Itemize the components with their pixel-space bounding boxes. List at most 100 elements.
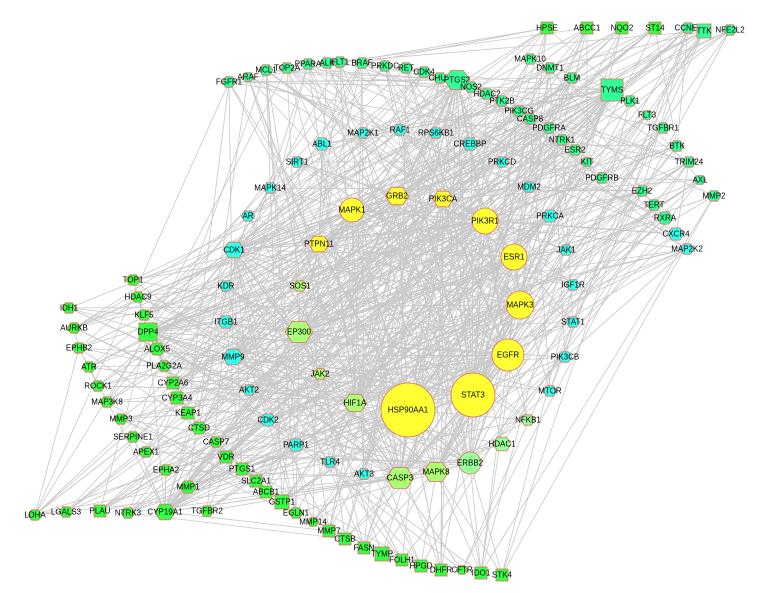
node-flt1[interactable]: FLT1 — [331, 56, 350, 68]
node-trim24[interactable]: TRIM24 — [675, 156, 704, 168]
node-top1[interactable]: TOP1 — [123, 274, 144, 286]
node-cyp3a4[interactable]: CYP3A4 — [162, 391, 193, 405]
node-ido1[interactable]: IDO1 — [472, 566, 491, 580]
node-nos2[interactable]: NOS2 — [460, 81, 482, 93]
node-ephb2[interactable]: EPHB2 — [66, 342, 93, 354]
node-jak2[interactable]: JAK2 — [310, 368, 330, 380]
node-mmp3[interactable]: MMP3 — [109, 413, 133, 425]
node-ntrk1[interactable]: NTRK1 — [549, 134, 576, 146]
node-mapk10[interactable]: MAPK10 — [514, 53, 546, 65]
node-chuk[interactable]: CHUK — [429, 72, 452, 84]
node-rps6kb1[interactable]: RPS6KB1 — [418, 127, 455, 139]
node-pik3ca[interactable]: PIK3CA — [429, 190, 458, 208]
node-kdr[interactable]: KDR — [218, 280, 235, 292]
node-kit[interactable]: KIT — [581, 157, 594, 167]
node-abcb1[interactable]: ABCB1 — [253, 485, 280, 499]
node-esr1[interactable]: ESR1 — [500, 243, 528, 271]
node-ar[interactable]: AR — [240, 210, 256, 222]
node-mmp7[interactable]: MMP7 — [317, 524, 341, 538]
node-plau[interactable]: PLAU — [90, 504, 111, 518]
node-mapk8[interactable]: MAPK8 — [422, 462, 450, 482]
node-fasn[interactable]: FASN — [354, 541, 375, 555]
node-top2a[interactable]: TOP2A — [274, 62, 301, 74]
node-itgb1[interactable]: ITGB1 — [214, 315, 238, 329]
node-dpp4[interactable]: DPP4 — [138, 322, 159, 342]
node-lgals3[interactable]: LGALS3 — [51, 506, 82, 518]
node-jak1[interactable]: JAK1 — [556, 244, 576, 256]
node-raf1[interactable]: RAF1 — [390, 124, 411, 136]
node-tert[interactable]: TERT — [644, 199, 665, 211]
node-pik3r1[interactable]: PIK3R1 — [471, 207, 499, 235]
node-cftr[interactable]: CFTR — [451, 565, 473, 575]
node-serpine1[interactable]: SERPINE1 — [113, 431, 153, 443]
node-pik3cb[interactable]: PIK3CB — [551, 351, 579, 363]
node-epha2[interactable]: EPHA2 — [153, 464, 180, 476]
node-crebbp[interactable]: CREBBP — [454, 137, 487, 151]
node-atr[interactable]: ATR — [81, 361, 97, 373]
node-tgfbr1[interactable]: TGFBR1 — [647, 122, 679, 134]
node-hpgd[interactable]: HPGD — [409, 559, 433, 573]
node-mcl1[interactable]: MCL1 — [255, 64, 277, 76]
node-esr2[interactable]: ESR2 — [565, 144, 586, 156]
node-prkdc[interactable]: PRKDC — [371, 60, 399, 72]
node-apex1[interactable]: APEX1 — [133, 446, 159, 458]
node-araf[interactable]: ARAF — [237, 72, 259, 82]
node-nfe2l2[interactable]: NFE2L2 — [715, 24, 745, 36]
node-aurkb[interactable]: AURKB — [60, 322, 88, 334]
node-tlr4[interactable]: TLR4 — [320, 456, 340, 468]
node-hdac2[interactable]: HDAC2 — [473, 88, 501, 100]
node-ret[interactable]: RET — [398, 62, 414, 74]
node-ntrk3[interactable]: NTRK3 — [115, 507, 142, 519]
node-cxcr4[interactable]: CXCR4 — [662, 227, 690, 241]
node-egln1[interactable]: EGLN1 — [283, 507, 310, 519]
node-hsp90aa1[interactable]: HSP90AA1 — [380, 382, 436, 438]
node-akt3[interactable]: AKT3 — [354, 468, 375, 480]
node-cdk2[interactable]: CDK2 — [257, 413, 279, 427]
node-nqo2[interactable]: NQO2 — [611, 21, 634, 35]
node-folh1[interactable]: FOLH1 — [389, 553, 415, 567]
node-casp8[interactable]: CASP8 — [517, 113, 544, 125]
node-dhfr[interactable]: DHFR — [430, 563, 452, 577]
node-mmp2[interactable]: MMP2 — [702, 190, 726, 202]
node-ptpn11[interactable]: PTPN11 — [304, 235, 334, 253]
node-klf5[interactable]: KLF5 — [134, 309, 154, 321]
node-ptgs2[interactable]: PTGS2 — [444, 70, 471, 90]
node-mmp14[interactable]: MMP14 — [299, 517, 327, 527]
node-rock1[interactable]: ROCK1 — [84, 380, 112, 392]
node-ctsd[interactable]: CTSD — [188, 421, 210, 435]
node-mapk3[interactable]: MAPK3 — [505, 290, 535, 320]
node-ptk2b[interactable]: PTK2B — [489, 95, 515, 107]
node-ccne1[interactable]: CCNE1 — [674, 22, 702, 34]
node-map2k2[interactable]: MAP2K2 — [671, 243, 703, 255]
node-casp7[interactable]: CASP7 — [203, 436, 230, 448]
node-cdk4[interactable]: CDK4 — [413, 66, 435, 78]
node-axl[interactable]: AXL — [692, 175, 708, 185]
node-stk4[interactable]: STK4 — [492, 568, 513, 582]
node-mapk1[interactable]: MAPK1 — [338, 197, 366, 223]
node-plk1[interactable]: PLK1 — [620, 95, 640, 107]
node-vdr[interactable]: VDR — [218, 450, 235, 464]
node-hif1a[interactable]: HIF1A — [343, 393, 368, 413]
node-mdm2[interactable]: MDM2 — [517, 181, 541, 193]
node-hpse[interactable]: HPSE — [536, 21, 558, 35]
node-abcc1[interactable]: ABCC1 — [574, 21, 601, 35]
node-map3k8[interactable]: MAP3K8 — [91, 396, 123, 408]
node-tyms[interactable]: TYMS — [600, 78, 624, 102]
node-idh1[interactable]: IDH1 — [60, 302, 79, 314]
node-map2k1[interactable]: MAP2K1 — [347, 127, 379, 139]
node-mmp9[interactable]: MMP9 — [221, 348, 245, 366]
node-rxra[interactable]: RXRA — [654, 211, 677, 225]
node-flt3[interactable]: FLT3 — [638, 110, 657, 120]
node-pik3cg[interactable]: PIK3CG — [504, 105, 534, 117]
node-grb2[interactable]: GRB2 — [385, 186, 409, 206]
node-keap1[interactable]: KEAP1 — [175, 406, 201, 420]
node-erbb2[interactable]: ERBB2 — [457, 451, 484, 475]
node-abl1[interactable]: ABL1 — [312, 137, 332, 151]
node-ppara[interactable]: PPARA — [295, 58, 322, 70]
node-blm[interactable]: BLM — [564, 72, 581, 84]
node-akt2[interactable]: AKT2 — [239, 384, 260, 396]
node-casp3[interactable]: CASP3 — [385, 467, 415, 489]
node-mapk14[interactable]: MAPK14 — [254, 182, 286, 194]
node-hdac9[interactable]: HDAC9 — [124, 291, 152, 303]
node-tymp[interactable]: TYMP — [371, 546, 393, 562]
